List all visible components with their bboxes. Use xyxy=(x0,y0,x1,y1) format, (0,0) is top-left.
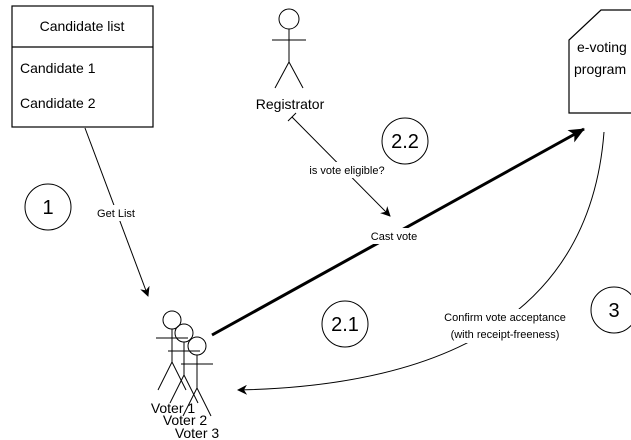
candidate-item: Candidate 1 xyxy=(20,60,96,76)
voters-actor: Voter 1 Voter 2 Voter 3 xyxy=(151,310,220,440)
registrator-actor: Registrator xyxy=(256,8,325,112)
step-label: 1 xyxy=(42,197,53,219)
stick-figure-icon xyxy=(156,310,188,391)
voter-label: Voter 3 xyxy=(175,425,220,440)
step-label: 2.2 xyxy=(391,131,419,153)
step-label: 3 xyxy=(608,300,619,322)
edge-get-list: Get List xyxy=(84,127,150,297)
get-list-label: Get List xyxy=(97,208,135,220)
voter-label: Voter 1 xyxy=(151,400,196,416)
step-circle-2-1: 2.1 xyxy=(321,300,369,348)
registrator-label: Registrator xyxy=(256,96,325,112)
stick-figure-icon xyxy=(168,323,200,404)
candidate-list-box: Candidate list Candidate 1 Candidate 2 xyxy=(11,5,154,128)
step-circle-2-2: 2.2 xyxy=(381,117,429,165)
vote-eligible-label: is vote eligible? xyxy=(309,165,384,177)
evoting-program-shape: e-voting program xyxy=(568,9,631,114)
candidate-list-title: Candidate list xyxy=(40,18,125,34)
evoting-program-label: e-voting xyxy=(577,39,627,55)
candidate-item: Candidate 2 xyxy=(20,95,96,111)
edge-cast-vote: Cast vote xyxy=(211,127,585,337)
confirm-vote-arrow xyxy=(237,131,605,395)
step-label: 2.1 xyxy=(331,314,359,336)
voter-label: Voter 2 xyxy=(163,412,208,428)
step-circle-3: 3 xyxy=(590,286,631,334)
edge-confirm-vote: Confirm vote acceptance (with receipt-fr… xyxy=(237,131,605,395)
edge-vote-eligible: is vote eligible? xyxy=(287,112,394,217)
stick-figure-icon xyxy=(181,336,213,417)
confirm-vote-label: Confirm vote acceptance xyxy=(444,312,566,324)
stick-figure-icon xyxy=(272,8,306,89)
evoting-program-label: program xyxy=(574,61,626,77)
step-circle-1: 1 xyxy=(24,183,72,231)
cast-vote-label: Cast vote xyxy=(371,231,417,243)
confirm-vote-label: (with receipt-freeness) xyxy=(451,329,560,341)
